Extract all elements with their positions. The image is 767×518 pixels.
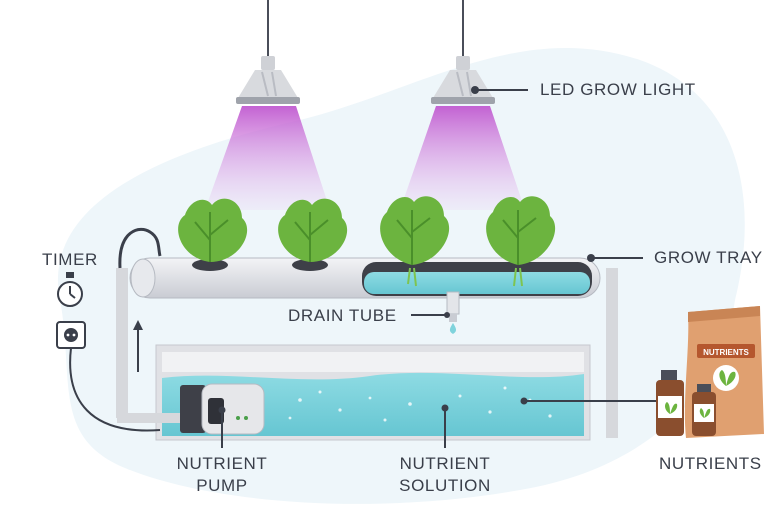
power-cable [69, 347, 161, 432]
nutrient-bottle-icon [656, 370, 684, 436]
bubbles [288, 386, 552, 422]
drain-tube-label: DRAIN TUBE [288, 306, 397, 325]
nutrients-label: NUTRIENTS [659, 454, 762, 473]
arrow-up-icon [133, 320, 143, 372]
lettuce-icon [380, 196, 450, 287]
timer-label: TIMER [42, 250, 98, 269]
grow-tray-label: GROW TRAY [654, 248, 763, 267]
grow-tray [129, 257, 601, 299]
nutrient-pump-label-line2: PUMP [196, 476, 248, 495]
nutrient-solution-label: NUTRIENT SOLUTION [386, 453, 504, 497]
lettuce-icon [486, 196, 556, 287]
stopwatch-icon [57, 272, 83, 307]
water-drop-icon [449, 323, 457, 334]
nutrient-bottle-icon [692, 384, 716, 436]
pump-icon [180, 383, 265, 435]
led-grow-light-label: LED GROW LIGHT [540, 80, 696, 99]
lamp-icon [236, 56, 300, 104]
drain-tube [446, 291, 460, 322]
power-socket-icon [56, 321, 86, 349]
nutrient-pump-label: NUTRIENT PUMP [166, 453, 278, 497]
bag-label: NUTRIENTS [703, 348, 749, 357]
feed-pipe [117, 298, 180, 423]
return-hose [118, 227, 162, 269]
light-beam-left [205, 106, 330, 210]
nutrient-pump-label-line1: NUTRIENT [176, 454, 268, 473]
nutrient-solution-label-line1: NUTRIENT [399, 454, 491, 473]
lettuce-icon [278, 198, 348, 271]
nutrient-solution-label-line2: SOLUTION [399, 476, 491, 495]
light-beam-right [400, 106, 525, 210]
stand-leg-right [606, 268, 618, 438]
lettuce-icon [178, 198, 248, 271]
